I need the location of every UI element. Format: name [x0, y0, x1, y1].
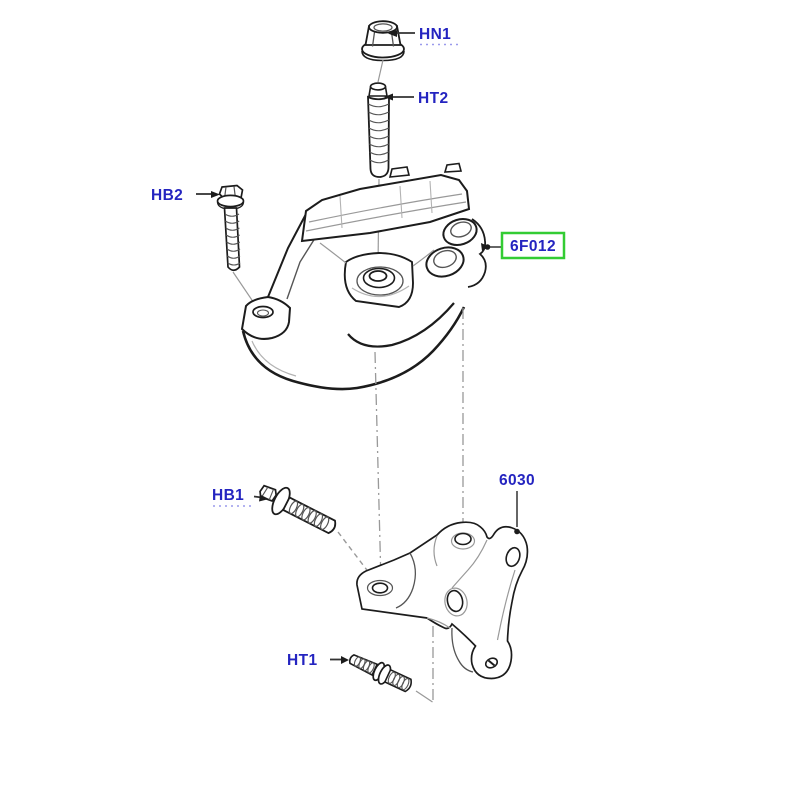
part-ht2-stud-drawing	[367, 82, 390, 178]
bracket-boss-slot	[487, 659, 496, 667]
part-hb1-bolt-drawing	[259, 484, 337, 535]
nut-bore	[373, 23, 393, 32]
mount-top-slab	[300, 173, 471, 243]
callout-ht2[interactable]: HT2	[384, 90, 448, 107]
bracket-lobe-hole	[505, 546, 521, 568]
bracket-tab-hole	[454, 532, 472, 546]
hb1-axis-dashed	[337, 531, 377, 583]
callout-ht2-arrow-icon	[384, 93, 393, 101]
callout-ht2-label[interactable]: HT2	[418, 90, 448, 107]
hb1-thread-5	[313, 513, 324, 527]
bolt-threads	[224, 213, 241, 266]
mount-eye-upper	[442, 218, 478, 246]
mount-arm-inner	[286, 234, 318, 300]
callout-6030-dot	[514, 528, 520, 535]
mount-bottom-highlight	[251, 340, 297, 377]
mount-eye-lower-bore	[433, 249, 457, 269]
callout-hn1[interactable]: HN1	[388, 26, 459, 46]
bolt-flange	[216, 194, 245, 208]
mount-bushing-boss	[362, 267, 396, 289]
bracket-inner-arcs	[426, 535, 516, 641]
hb1-thread-1	[288, 500, 299, 515]
ht1-thread-b4	[401, 678, 410, 691]
bracket-body	[356, 521, 529, 680]
part-ht1-stud-drawing	[348, 654, 412, 693]
stud-threads	[368, 103, 390, 164]
mount-top-tabs	[388, 162, 463, 178]
hb1-head-facets	[261, 486, 274, 501]
bracket-mid-hole	[446, 589, 464, 613]
mount-arm-outer	[267, 213, 307, 298]
bolt-shank	[223, 207, 241, 272]
hb1-thread-2	[295, 503, 305, 518]
bracket-foot-rim	[366, 579, 394, 597]
callout-hb2-label[interactable]: HB2	[151, 187, 183, 204]
part-hb2-bolt-drawing	[216, 184, 245, 272]
callout-6030-label[interactable]: 6030	[499, 472, 535, 489]
hb1-thread-3	[301, 506, 311, 521]
callout-6f012-label[interactable]: 6F012	[510, 238, 556, 255]
mount-bushing-hole	[368, 270, 388, 282]
part-hn1-nut-drawing	[361, 20, 405, 62]
mount-foot-bore	[256, 309, 270, 317]
part-6f012-mount-drawing	[240, 162, 489, 391]
stud-thread-body	[367, 95, 390, 178]
ht1-body-1	[348, 654, 379, 677]
bracket-tail-edge	[451, 627, 474, 673]
callout-ht1-label[interactable]: HT1	[287, 652, 317, 669]
callout-6f012-dot	[484, 244, 491, 250]
bracket-inner-left	[395, 552, 417, 609]
callout-hb2[interactable]: HB2	[151, 187, 220, 204]
hb1-thread-6	[319, 516, 330, 531]
callout-hb1[interactable]: HB1	[212, 487, 269, 507]
mount-bushing-shadow	[351, 285, 410, 298]
mount-block-side	[467, 218, 487, 288]
callout-6f012[interactable]: 6F012	[484, 231, 566, 260]
callout-hb2-arrow-icon	[211, 191, 220, 198]
mount-bushing-ring	[356, 266, 404, 296]
callout-hb1-label[interactable]: HB1	[212, 487, 244, 504]
centerline-left	[374, 351, 382, 583]
bracket-mid-rim	[444, 587, 468, 617]
callout-6f012-highlight-box[interactable]	[500, 231, 566, 260]
ht1-thread-a4	[367, 662, 375, 674]
callout-hn1-arrow-icon	[388, 30, 397, 37]
mount-eye-upper-bore	[450, 221, 472, 238]
hb1-thread-4	[307, 510, 317, 524]
hb1-shank	[281, 496, 337, 535]
ht1-axis-line	[415, 690, 433, 703]
mount-eye-lower	[425, 246, 465, 278]
part-6030-bracket-drawing	[356, 521, 529, 680]
callout-ht1[interactable]: HT1	[287, 652, 349, 669]
callout-hb1-arrow-icon	[259, 494, 269, 502]
mount-bottom-edge	[241, 306, 466, 391]
mount-slab-rib-marks	[339, 180, 433, 229]
mount-slab-ribs	[305, 193, 467, 232]
mount-detail-arcs	[319, 242, 435, 267]
stud-tip-top	[369, 82, 387, 91]
nut-to-stud-axis	[377, 59, 384, 83]
callout-6030[interactable]: 6030	[499, 472, 535, 535]
callout-hn1-label[interactable]: HN1	[419, 26, 451, 43]
mount-bottom-inner-edge	[347, 302, 455, 348]
bracket-foot-hole	[371, 582, 389, 594]
callout-ht1-arrow-icon	[341, 656, 349, 664]
